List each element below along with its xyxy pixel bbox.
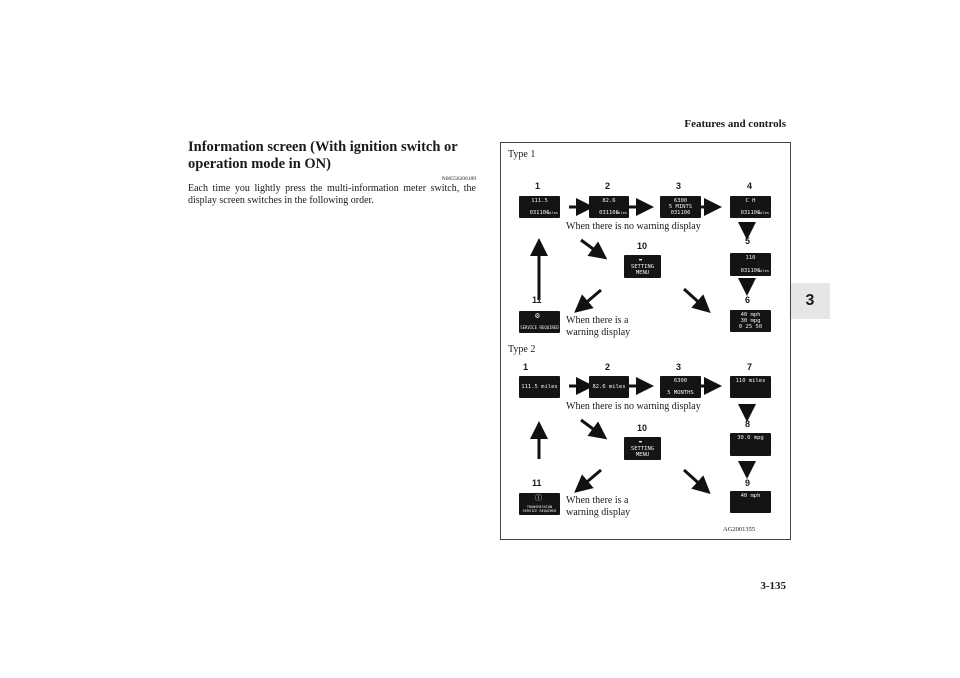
lcd-transmission-service: ⓘ TRANSMISSION SERVICE REQUIRED xyxy=(519,493,560,515)
step-number: 1 xyxy=(535,181,541,191)
page-number: 3-135 xyxy=(760,580,786,592)
step-number: 11 xyxy=(532,478,542,488)
lcd-screen-3: 6300 5 MINTS 031106 xyxy=(660,196,701,218)
arrow-diag xyxy=(682,468,711,495)
menu-icon: ▬ xyxy=(639,257,643,263)
menu-icon: ▬ xyxy=(639,439,643,445)
arrow-diag xyxy=(682,287,711,314)
lcd-service-required: ⚙ SERVICE REQUIRED xyxy=(519,311,560,333)
step-number: 10 xyxy=(637,423,648,433)
lcd-screen-3: 6300 5 MONTHS xyxy=(660,376,701,398)
step-number: 9 xyxy=(745,478,751,488)
note-no-warning: When there is no warning display xyxy=(566,401,701,412)
step-number: 3 xyxy=(676,362,682,372)
figure-code: AG2001355 xyxy=(723,526,756,533)
step-number: 3 xyxy=(676,181,682,191)
step-number: 2 xyxy=(605,181,611,191)
lcd-setting-menu: ▬ SETTING MENU xyxy=(624,437,661,460)
lcd-screen-1: 111.5 miles xyxy=(519,376,560,398)
arrow-diag xyxy=(580,418,608,440)
step-number: 4 xyxy=(747,181,753,191)
step-number: 6 xyxy=(745,295,751,305)
lcd-setting-menu: ▬ SETTING MENU xyxy=(624,255,661,278)
chapter-tab: 3 xyxy=(790,283,830,319)
type2-label: Type 2 xyxy=(508,344,536,355)
step-number: 7 xyxy=(747,362,753,372)
step-number: 2 xyxy=(605,362,611,372)
lcd-screen-2: 82.6 miles xyxy=(589,376,629,398)
type1-label: Type 1 xyxy=(508,149,536,160)
display-sequence-figure: Type 1 1 2 3 4 5 6 10 11 111.5 031106 mi… xyxy=(500,142,791,540)
note-warning: When there is a warning display xyxy=(566,315,631,338)
running-header: Features and controls xyxy=(684,118,786,130)
service-icon: ⚙ xyxy=(535,311,540,320)
note-warning: When there is a warning display xyxy=(566,495,631,518)
lcd-screen-2: 82.6 031106 miles xyxy=(589,196,629,218)
section: Information screen (With ignition switch… xyxy=(188,139,476,207)
lcd-screen-6: 40 mph 30 mpg 0 25 50 xyxy=(730,310,771,332)
lcd-screen-8: 30.0 mpg xyxy=(730,433,771,456)
step-number: 11 xyxy=(532,295,542,305)
lcd-screen-1: 111.5 031106 miles xyxy=(519,196,560,218)
lcd-screen-7: 110 miles xyxy=(730,376,771,398)
section-body: Each time you lightly press the multi-in… xyxy=(188,183,476,206)
step-number: 10 xyxy=(637,241,648,251)
lcd-screen-9: 40 mph xyxy=(730,491,771,513)
step-number: 8 xyxy=(745,419,751,429)
warning-icon: ⓘ xyxy=(535,494,542,502)
section-code: N00556200189 xyxy=(441,176,476,182)
lcd-screen-4: C H 031106 miles xyxy=(730,196,771,218)
arrow-diag xyxy=(574,468,602,493)
step-number: 5 xyxy=(745,236,751,246)
section-title: Information screen (With ignition switch… xyxy=(188,139,458,172)
arrow-diag xyxy=(574,288,602,313)
step-number: 1 xyxy=(523,362,529,372)
lcd-screen-5: 110 031106 miles xyxy=(730,253,771,276)
note-no-warning: When there is no warning display xyxy=(566,221,701,232)
arrow-diag xyxy=(580,238,608,260)
